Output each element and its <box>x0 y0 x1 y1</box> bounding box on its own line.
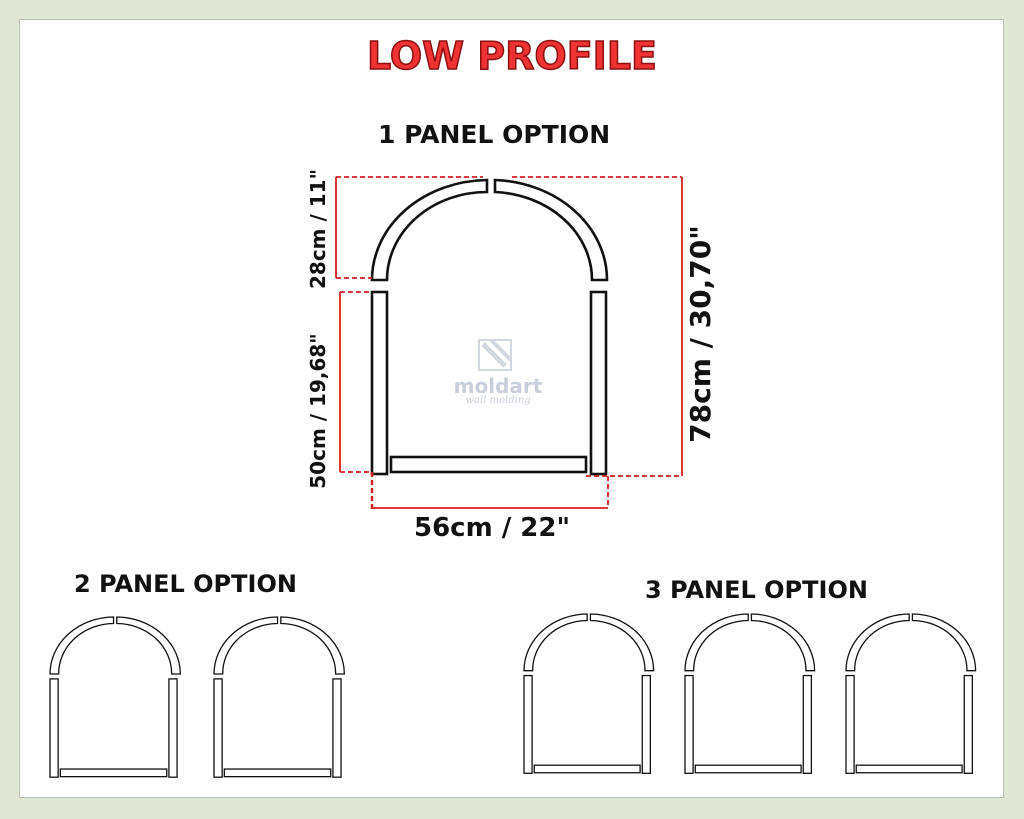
one-panel-arch <box>370 178 609 476</box>
three-panel-arch-3 <box>845 613 977 774</box>
one-panel-heading: 1 PANEL OPTION <box>378 120 611 149</box>
width-label: 56cm / 22" <box>413 513 570 543</box>
diagram-sheet <box>19 19 1004 798</box>
three-panel-arch-2 <box>684 613 816 774</box>
three-panel-heading: 3 PANEL OPTION <box>645 576 868 604</box>
side-height-label: 50cm / 19,68" <box>306 333 330 489</box>
two-panel-arch-2 <box>213 616 345 778</box>
arch-height-label: 28cm / 11" <box>306 168 330 289</box>
watermark-logo-icon <box>478 338 513 371</box>
three-panel-arch-1 <box>523 613 655 774</box>
watermark-brand: moldart <box>453 374 543 398</box>
page-title: LOW PROFILE <box>366 33 658 79</box>
two-panel-heading: 2 PANEL OPTION <box>74 570 297 598</box>
watermark: moldart wall molding <box>448 372 548 406</box>
dimension-lines <box>335 176 683 510</box>
two-panel-arch-1 <box>49 616 181 778</box>
watermark-tagline: wall molding <box>465 395 531 406</box>
total-height-label: 78cm / 30,70" <box>684 225 717 443</box>
